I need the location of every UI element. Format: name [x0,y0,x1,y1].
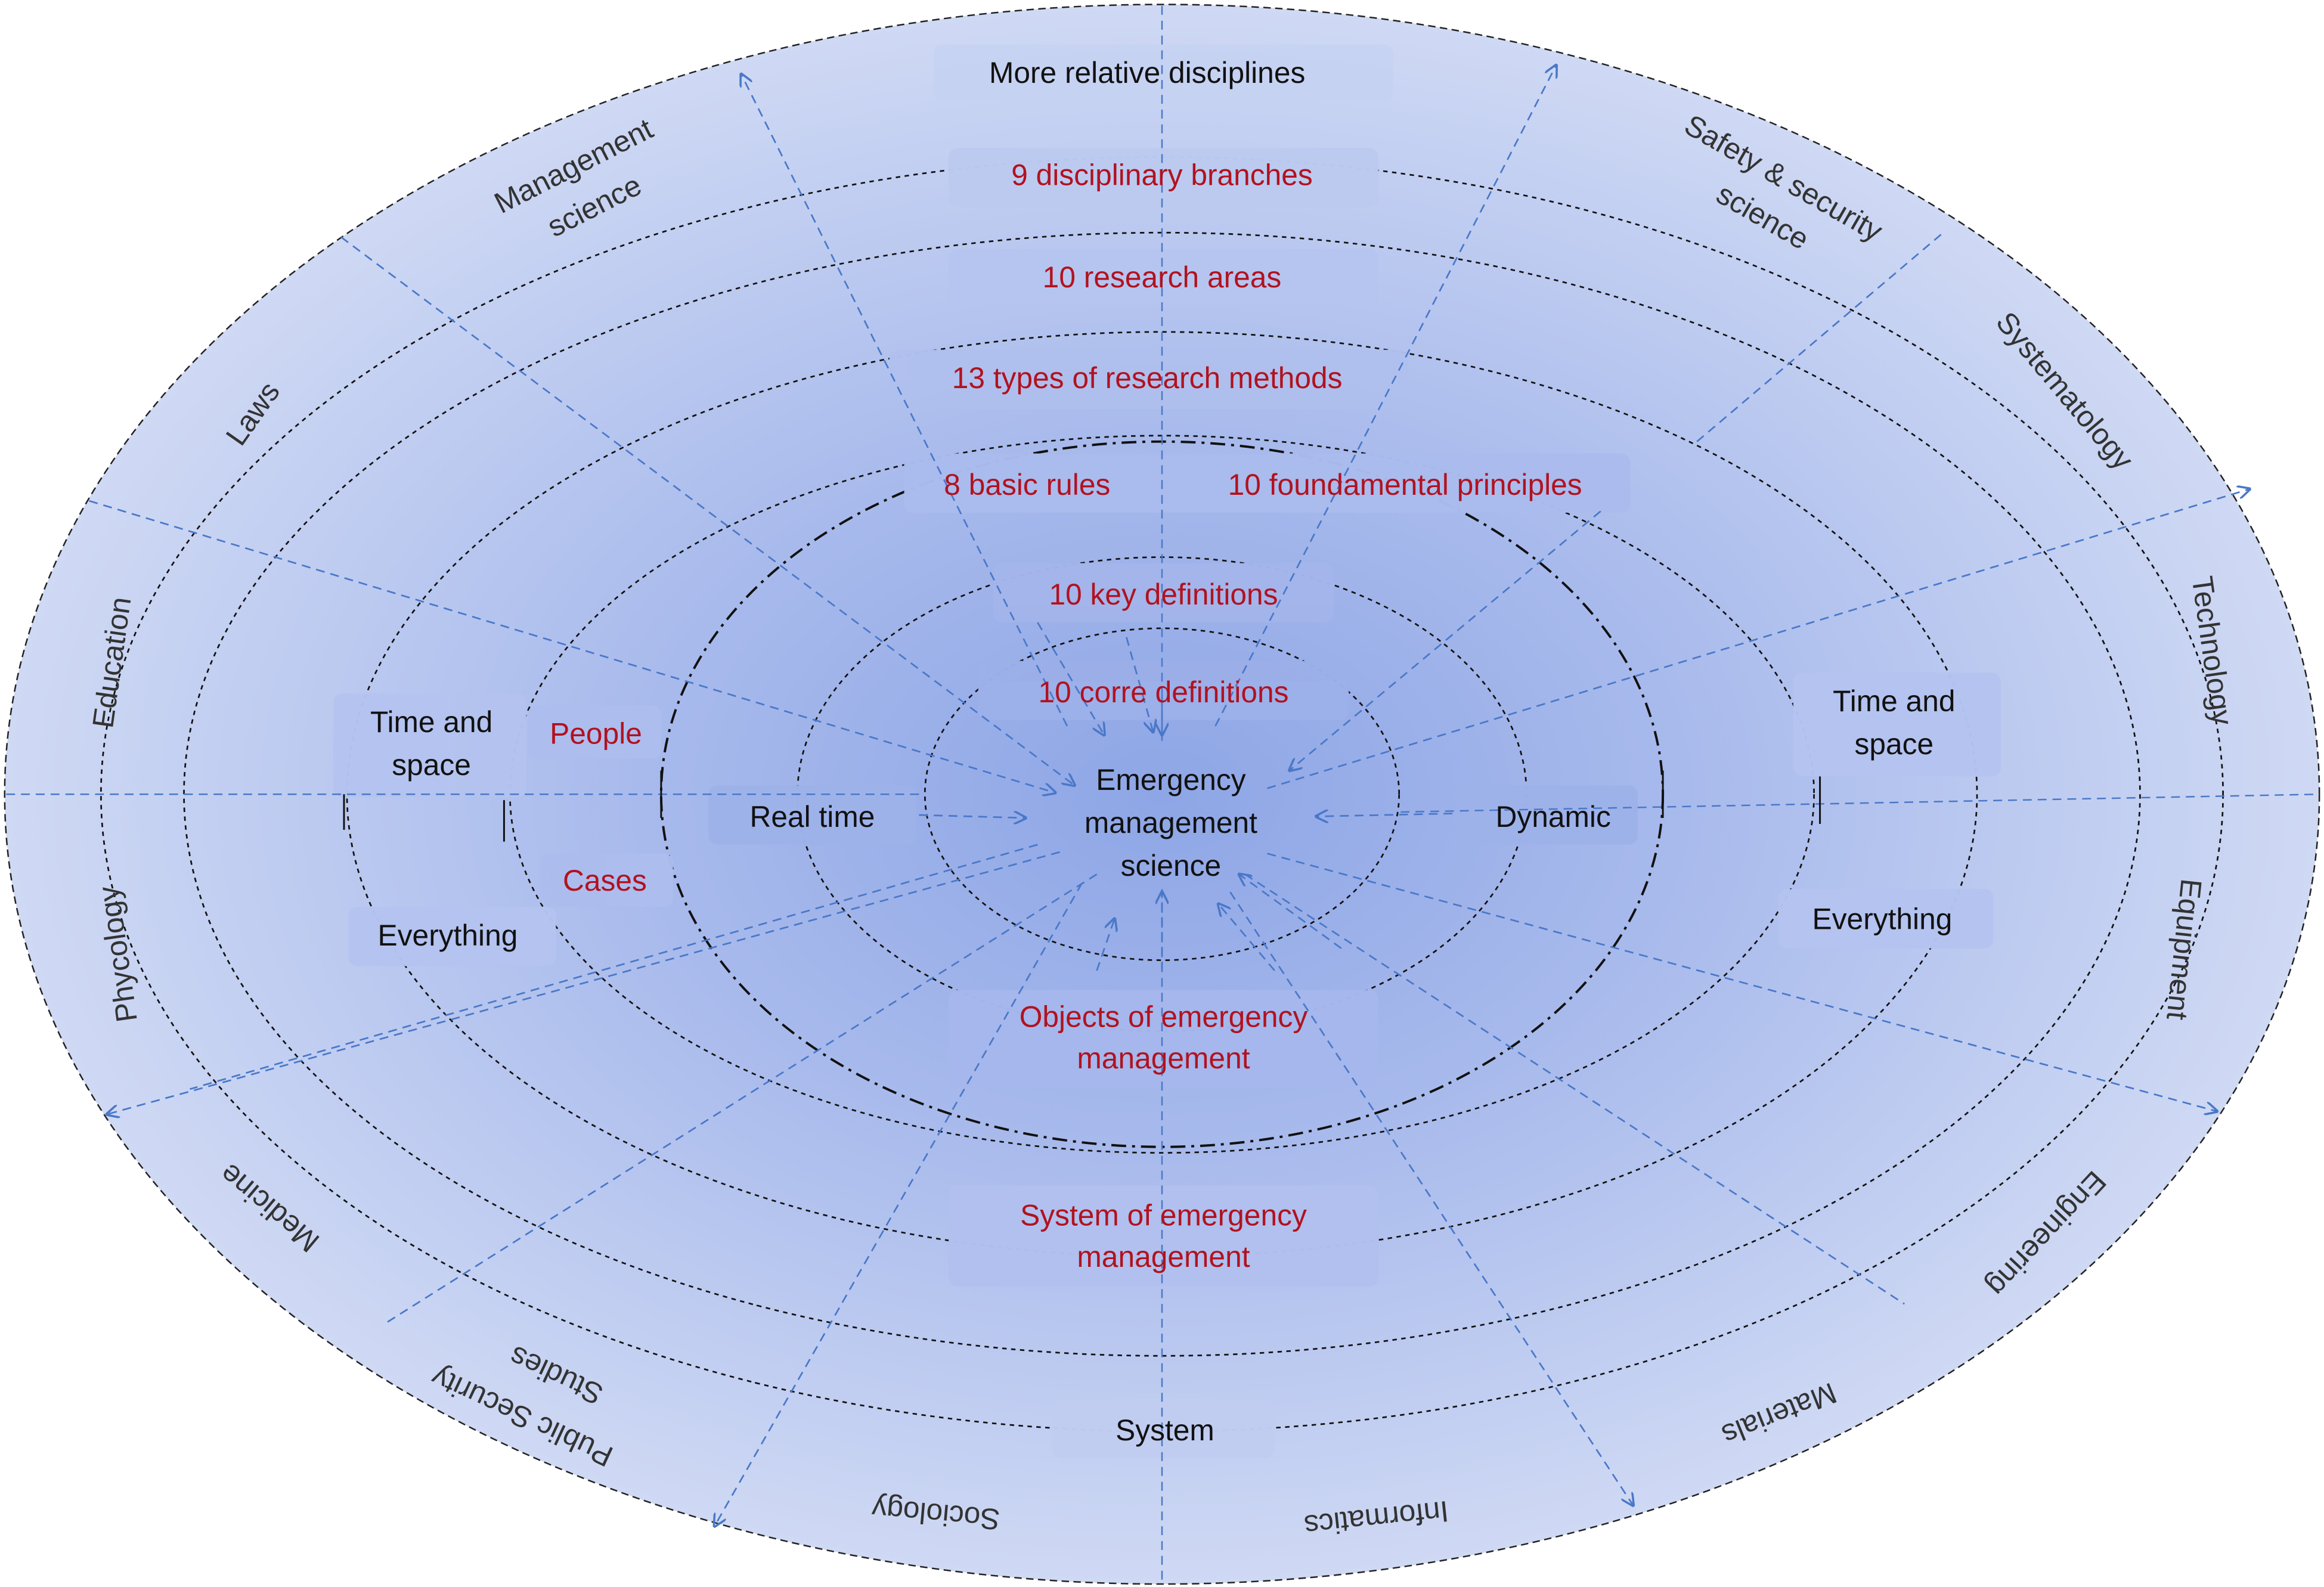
mask-system [1052,1399,1275,1458]
left-time-space-line1: Time and [370,705,492,739]
left-everything-label: Everything [378,919,518,952]
arrow-in-bottom-left [1096,919,1115,971]
ring-2 [924,627,1400,961]
center-block: Emergency management science [1084,763,1257,882]
mask-branches [949,148,1378,207]
arrow-in-realtime [919,815,1025,818]
system-label: System [1115,1414,1214,1447]
mask-corre [978,661,1349,720]
mask-system-em [949,1185,1378,1287]
arrow-out-systematology [1696,233,1942,442]
axis-lines [6,5,2320,1583]
mask-left-everything [348,907,556,966]
mask-rules [904,453,1631,513]
arrow-in-right-upper [1290,510,1601,771]
axis-horizontal-right [1400,794,2320,813]
inner-nodes: Real time Dynamic System [749,800,1610,1447]
right-time-space-line1: Time and [1833,684,1955,718]
corre-definitions-label: 10 corre definitions [1039,675,1289,709]
arrow-in-left-upper [340,236,1074,786]
more-disciplines-label: More relative disciplines [989,56,1305,89]
mask-realtime [708,785,916,845]
arrow-in-left [89,500,1055,793]
methods-label: 13 types of research methods [952,361,1343,395]
mask-left-ts [333,693,526,798]
branches-label: 9 disciplinary branches [1011,159,1313,192]
mask-right-ts [1793,672,2001,777]
ring-6 [346,331,1978,1258]
mask-dynamic [1460,785,1638,845]
ring-ticks [343,770,1821,842]
key-definitions-label: 10 key definitions [1049,578,1278,611]
mask-right-everything [1778,889,1994,949]
objects-line1: Objects of emergency [1020,1000,1308,1033]
system-em-line1: System of emergency [1020,1199,1307,1232]
arrow-in-top-left-2 [1126,637,1153,732]
right-everything-label: Everything [1812,902,1953,935]
rules-label: 8 basic rules [944,468,1110,501]
system-em-line2: management [1077,1240,1250,1273]
center-title-line3: science [1121,849,1222,882]
center-title-line2: management [1084,806,1257,839]
arrow-out-informatics [1229,891,1633,1505]
areas-label: 10 research areas [1043,261,1282,294]
arrow-out-safety [1214,65,1556,727]
arrow-in-lower-right [1239,874,1342,949]
mask-methods [889,349,1408,410]
mask-key [993,563,1334,622]
arrow-out-sociology [714,882,1083,1526]
left-time-space-line2: space [392,748,471,782]
objects-line2: management [1077,1042,1250,1075]
arrow-out-engineering [1244,873,1905,1305]
mask-areas [949,249,1378,308]
cases-label: Cases [563,864,647,897]
side-labels: Time and space Everything People Cases T… [370,684,1956,952]
arrow-in-dynamic [1316,814,1453,817]
principles-label: 10 foundamental principles [1228,468,1582,501]
dynamic-label: Dynamic [1496,800,1611,833]
real-time-label: Real time [749,800,875,833]
label-masks [333,44,2001,1458]
arrow-out-technology [1267,489,2249,789]
bottom-stack: Objects of emergency management System o… [1020,1000,1308,1273]
top-stack: More relative disciplines 9 disciplinary… [944,56,1582,709]
arrow-in-top-left [1037,622,1104,735]
arrow-out-management [741,74,1068,727]
mask-objects [949,990,1378,1088]
center-title-line1: Emergency [1096,763,1246,796]
arrow-out-medicine [107,851,1060,1114]
right-time-space-line2: space [1855,727,1934,761]
mask-people [528,705,661,759]
outward-arrows [107,65,2249,1526]
people-label: People [550,717,642,751]
arrow-out-equipment [1267,853,2217,1111]
inward-arrows [89,236,1601,971]
mask-cases [540,853,673,907]
arrow-out-public [385,873,1098,1324]
mask-more [934,44,1393,101]
